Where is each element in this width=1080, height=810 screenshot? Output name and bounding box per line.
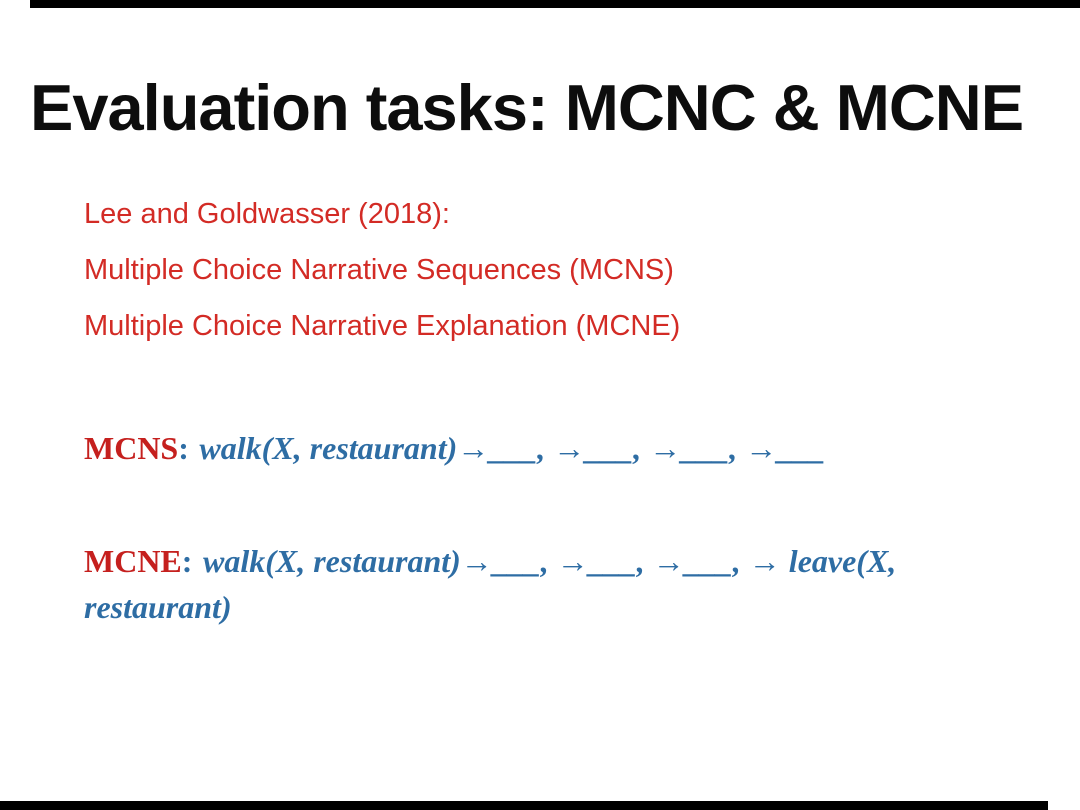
mcns-expression: walk(X, restaurant)→___, →___, →___, →__… xyxy=(199,430,826,466)
mcne-expression-line1: walk(X, restaurant)→___, →___, →___, → l… xyxy=(202,543,897,579)
top-edge-bar xyxy=(30,0,1080,8)
mcne-label: MCNE xyxy=(84,543,182,579)
citation-line-1: Lee and Goldwasser (2018): xyxy=(84,198,450,230)
mcne-task-line: MCNE:walk(X, restaurant)→___, →___, →___… xyxy=(84,538,964,630)
slide-title: Evaluation tasks: MCNC & MCNE xyxy=(30,71,1024,144)
mcns-label: MCNS xyxy=(84,430,179,466)
mcne-expression-line2: restaurant) xyxy=(84,589,232,625)
citation-line-3: Multiple Choice Narrative Explanation (M… xyxy=(84,310,681,342)
citation-line-2: Multiple Choice Narrative Sequences (MCN… xyxy=(84,254,674,286)
mcns-colon: : xyxy=(178,430,189,466)
mcne-colon: : xyxy=(181,543,193,579)
bottom-edge-bar xyxy=(0,801,1048,810)
mcns-task-line: MCNS: walk(X, restaurant)→___, →___, →___… xyxy=(84,430,825,467)
citation-block: Lee and Goldwasser (2018): Multiple Choi… xyxy=(84,186,680,354)
